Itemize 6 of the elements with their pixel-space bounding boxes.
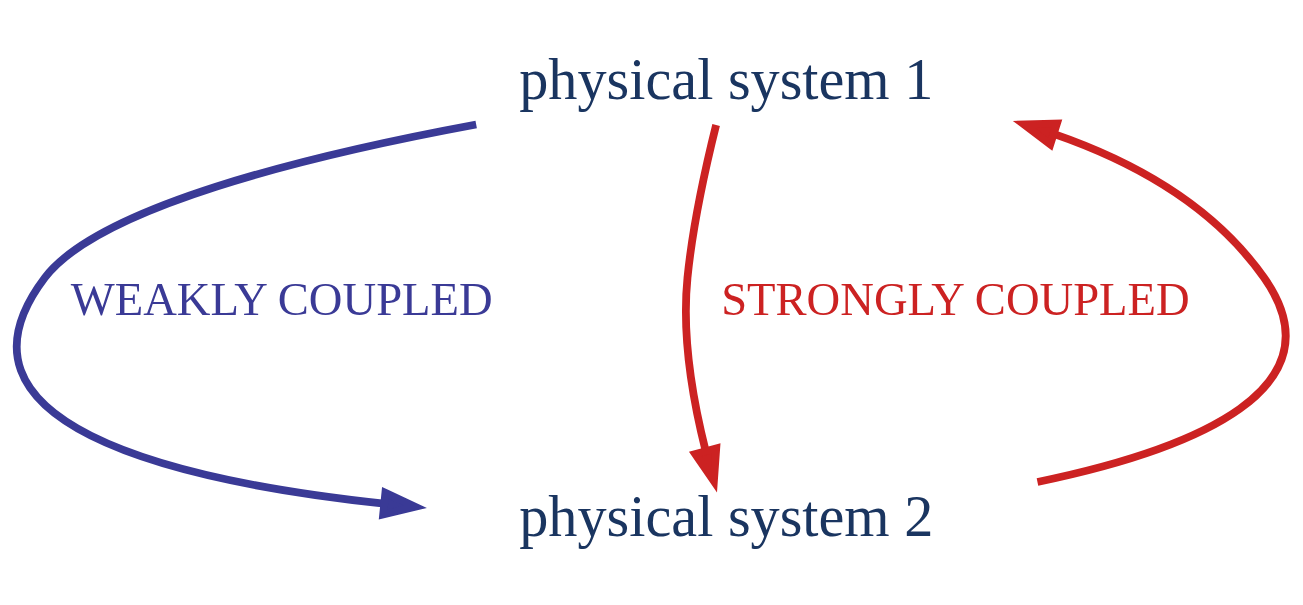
arrow: [1012, 119, 1290, 486]
edge-label: STRONGLY COUPLED: [721, 272, 1190, 325]
node-text: physical system 1: [519, 46, 934, 112]
edge-label: WEAKLY COUPLED: [70, 272, 493, 325]
node-text: physical system 2: [519, 483, 934, 549]
arrow: [682, 123, 721, 492]
